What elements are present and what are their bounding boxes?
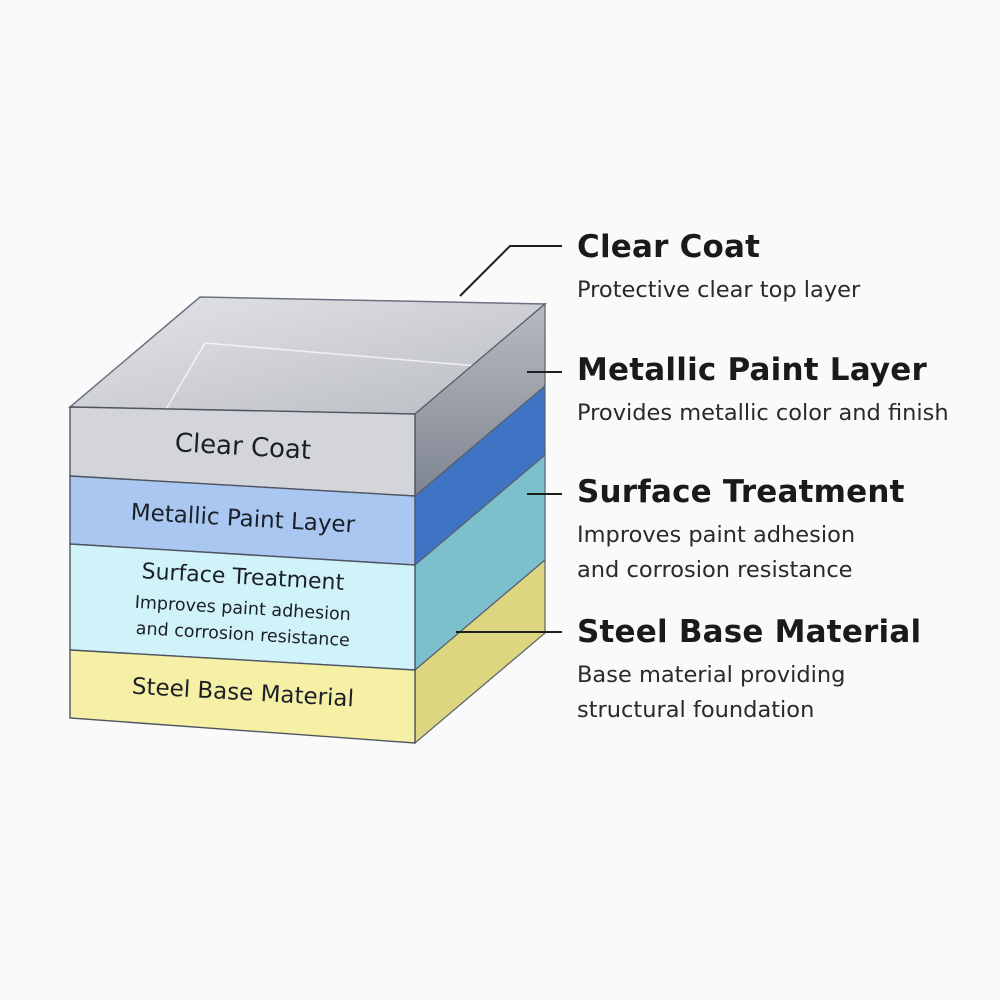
callout-description-line: Base material providing	[577, 662, 846, 688]
callout-title: Metallic Paint Layer	[577, 352, 928, 388]
front-face-steel-base	[69, 649, 416, 744]
leader-lines	[456, 245, 562, 633]
callout-description-line: Provides metallic color and finish	[577, 400, 949, 426]
leader-clear-coat	[459, 245, 562, 297]
callout-title: Steel Base Material	[577, 614, 922, 650]
callout-description: Provides metallic color and finish	[577, 396, 949, 431]
callout-description: Protective clear top layer	[577, 273, 860, 308]
callout-title: Clear Coat	[577, 229, 761, 265]
callout-title: Surface Treatment	[577, 474, 905, 510]
callout-description-line: Improves paint adhesion	[577, 522, 856, 548]
callout-surface-treatment: Surface Treatment Improves paint adhesio…	[577, 474, 905, 588]
callout-metallic-paint: Metallic Paint Layer Provides metallic c…	[577, 352, 949, 431]
callout-description: Improves paint adhesion and corrosion re…	[577, 518, 905, 588]
callout-description-line: structural foundation	[577, 697, 815, 723]
callout-description-line: and corrosion resistance	[577, 557, 853, 583]
callout-description-line: Protective clear top layer	[577, 277, 861, 303]
callout-clear-coat: Clear Coat Protective clear top layer	[577, 229, 860, 308]
callout-steel-base: Steel Base Material Base material provid…	[577, 614, 921, 728]
callout-description: Base material providing structural found…	[577, 658, 921, 728]
